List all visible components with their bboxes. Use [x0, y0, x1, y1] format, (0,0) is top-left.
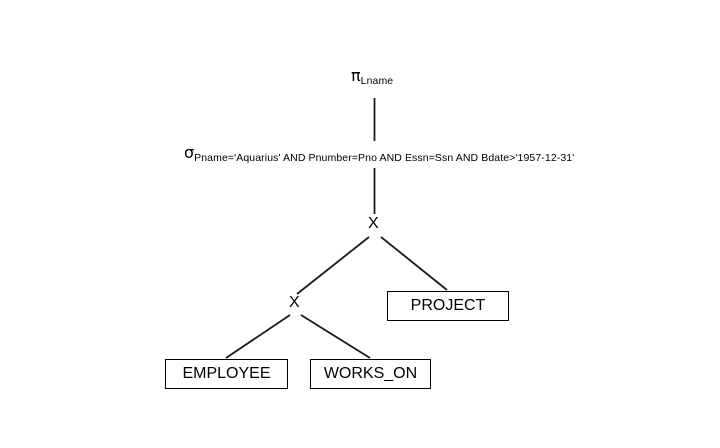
edge-cross-upper-to-project — [380, 236, 448, 291]
relation-box-works-on: WORKS_ON — [310, 359, 431, 389]
cross-product-node-upper: X — [368, 215, 379, 232]
relation-box-project: PROJECT — [387, 291, 509, 321]
selection-condition: Pname='Aquarius' AND Pnumber=Pno AND Ess… — [194, 152, 575, 165]
pi-symbol: π — [351, 66, 361, 85]
edge-cross-lower-to-employee — [225, 314, 291, 359]
relation-box-employee: EMPLOYEE — [165, 359, 288, 389]
projection-node: πLname — [351, 68, 393, 87]
cross-product-node-lower: X — [289, 294, 300, 311]
edge-cross-lower-to-works-on — [300, 314, 371, 359]
projection-attribute-list: Lname — [360, 75, 394, 88]
edge-cross-upper-to-cross-lower — [296, 236, 370, 295]
selection-node: σPname='Aquarius' AND Pnumber=Pno AND Es… — [184, 145, 574, 164]
sigma-symbol: σ — [184, 143, 195, 162]
